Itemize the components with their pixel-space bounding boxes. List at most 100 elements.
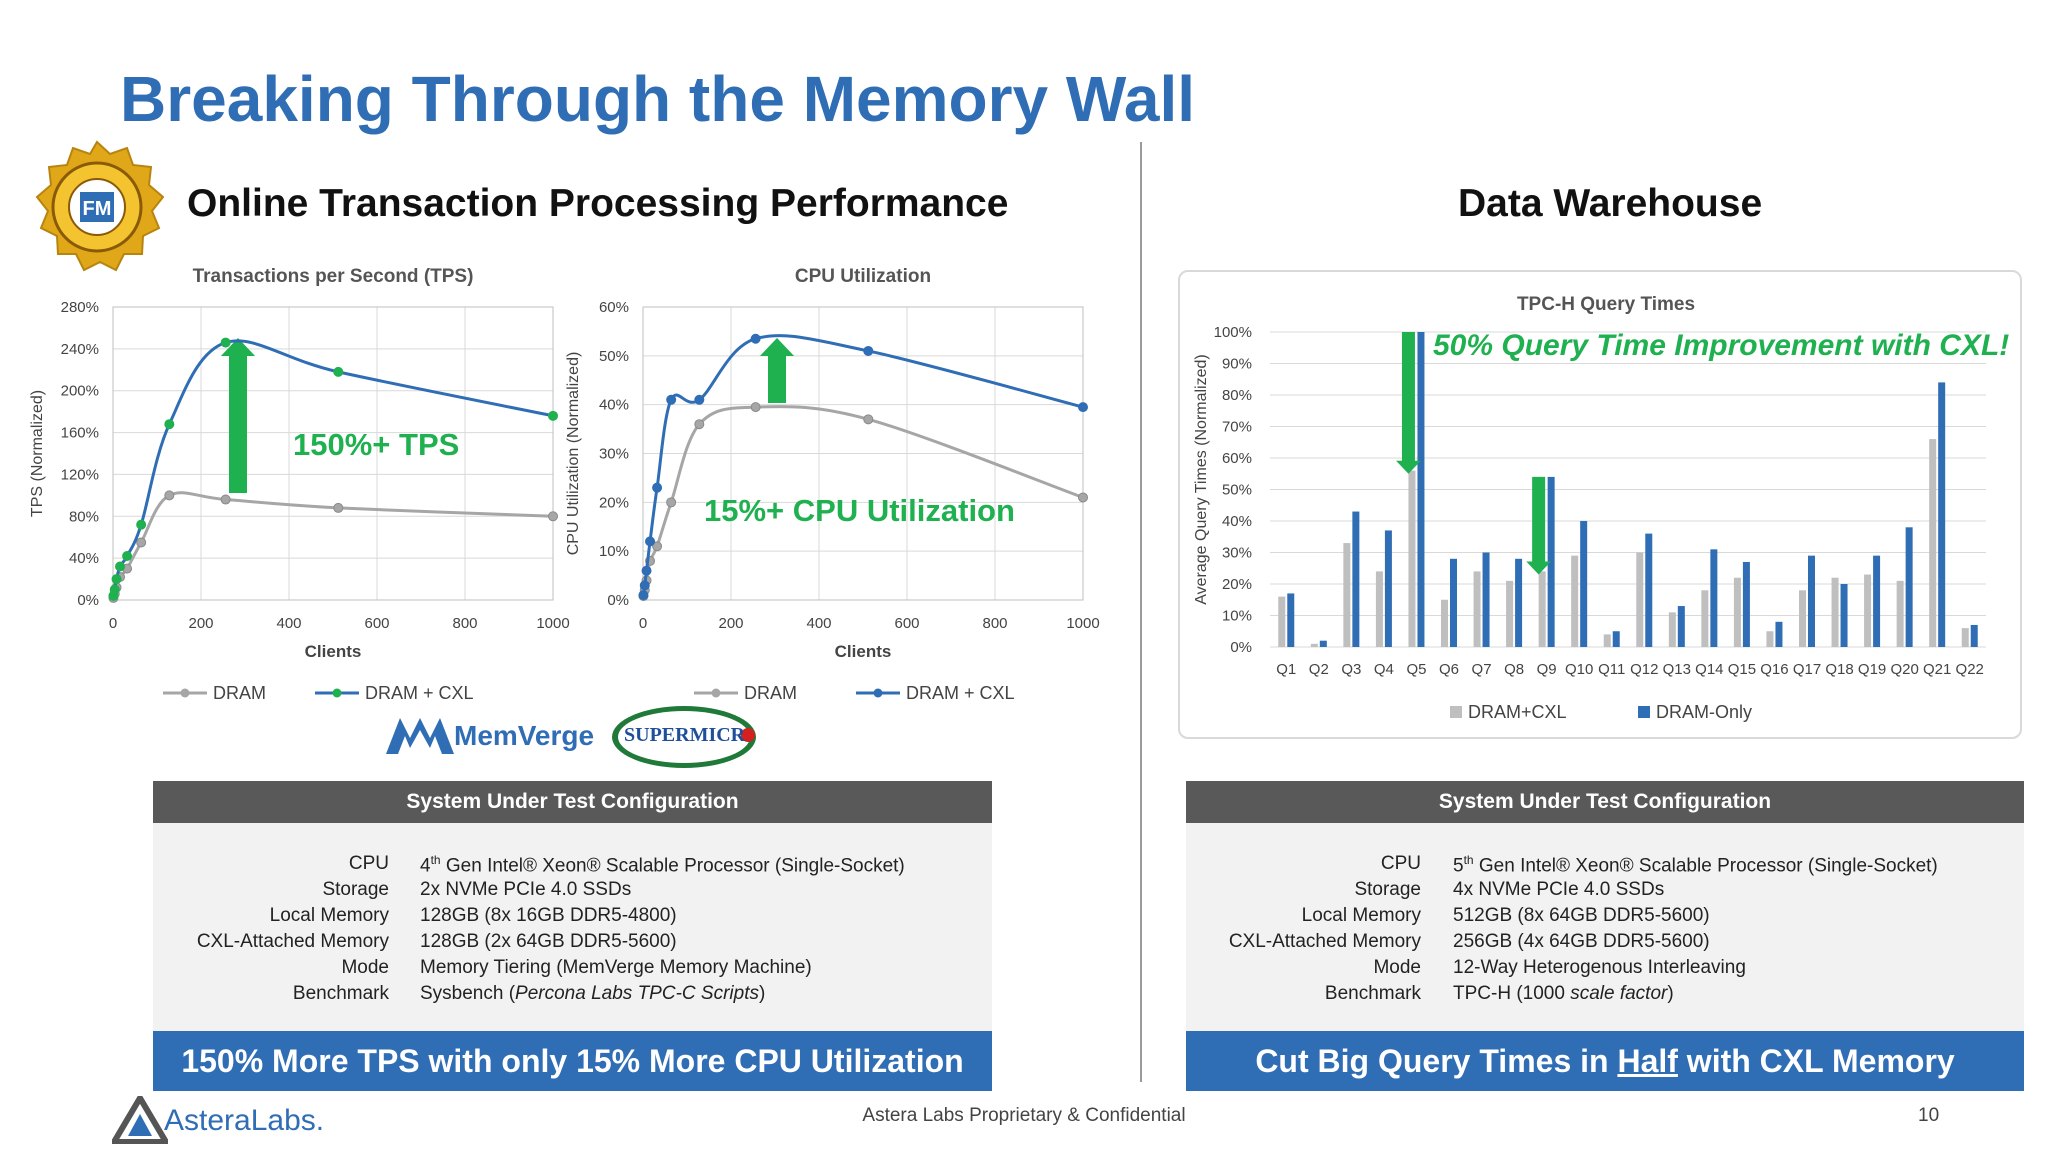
bar-dram-cxl	[1538, 571, 1546, 647]
x-tick-label: Q7	[1472, 661, 1492, 678]
improvement-arrow-icon	[220, 338, 256, 493]
config-label: Benchmark	[292, 983, 389, 1004]
legend-marker	[873, 688, 883, 698]
supermicro-oval-icon	[612, 706, 756, 768]
asteralabs-mark-icon	[112, 1096, 168, 1144]
bar-dram-only	[1840, 584, 1848, 647]
x-tick-label: Q17	[1793, 661, 1821, 678]
config-value: 2x NVMe PCIe 4.0 SSDs	[420, 879, 632, 900]
x-tick-label: 800	[452, 615, 477, 632]
y-axis-label: Average Query Times (Normalized)	[1193, 354, 1210, 604]
improvement-arrow-icon	[759, 338, 795, 403]
y-tick-label: 20%	[1222, 576, 1252, 593]
x-tick-label: 400	[276, 615, 301, 632]
x-tick-label: 400	[806, 615, 831, 632]
config-label: CXL-Attached Memory	[1228, 931, 1421, 952]
config-label: CPU	[1380, 853, 1421, 874]
bar-dram-only	[1970, 624, 1978, 647]
data-point	[111, 574, 122, 585]
tps-chart: Transactions per Second (TPS)0%40%80%120…	[29, 266, 570, 703]
x-tick-label: Q5	[1406, 661, 1426, 678]
q9-improvement-arrow-icon	[1526, 476, 1551, 575]
plot-area-border	[112, 306, 554, 601]
config-row: Storage 2x NVMe PCIe 4.0 SSDs	[153, 879, 992, 905]
bar-dram-cxl	[1636, 552, 1644, 647]
config-value: 256GB (4x 64GB DDR5-5600)	[1453, 931, 1710, 952]
x-tick-label: 1000	[1066, 615, 1099, 632]
legend-label: DRAM+CXL	[1468, 702, 1567, 722]
data-point	[136, 537, 147, 548]
x-tick-label: 200	[188, 615, 213, 632]
x-tick-label: Q19	[1858, 661, 1886, 678]
data-point	[694, 394, 705, 405]
series-line-1	[111, 339, 554, 597]
bar-dram-only	[1677, 606, 1685, 647]
bar-dram-only	[1938, 382, 1946, 647]
y-tick-label: 20%	[599, 494, 629, 511]
legend-swatch	[1638, 706, 1650, 718]
bar-dram-only	[1580, 521, 1588, 647]
chart-annotation: 150%+ TPS	[293, 427, 459, 462]
right-banner-pre: Cut Big Query Times in	[1255, 1043, 1618, 1079]
config-label: Storage	[1354, 879, 1421, 900]
data-point	[333, 366, 344, 377]
slide-title: Breaking Through the Memory Wall	[120, 63, 1196, 135]
x-tick-label: Q11	[1598, 661, 1625, 678]
config-label: CPU	[348, 853, 389, 874]
bar-dram-only	[1417, 332, 1425, 647]
x-tick-label: Q10	[1565, 661, 1593, 678]
data-point	[1078, 402, 1088, 413]
x-tick-label: Q13	[1663, 661, 1691, 678]
bar-dram-only	[1319, 640, 1327, 647]
data-point	[694, 419, 705, 430]
config-value: Memory Tiering (MemVerge Memory Machine)	[420, 957, 812, 978]
bar-dram-only	[1775, 621, 1783, 647]
data-point	[638, 590, 649, 601]
chart-title: Transactions per Second (TPS)	[193, 266, 474, 287]
bar-dram-only	[1742, 561, 1750, 647]
x-tick-label: Q4	[1374, 661, 1394, 678]
chart-annotation: 50% Query Time Improvement with CXL!	[1433, 329, 2009, 362]
y-tick-label: 80%	[69, 508, 99, 525]
bar-dram-cxl	[1441, 599, 1448, 647]
data-point	[136, 519, 147, 530]
y-tick-label: 50%	[599, 348, 629, 365]
bar-dram-only	[1352, 511, 1360, 647]
config-value: 512GB (8x 64GB DDR5-5600)	[1453, 905, 1710, 926]
data-point	[109, 584, 120, 595]
y-tick-label: 40%	[599, 397, 629, 414]
legend-marker	[332, 688, 342, 698]
legend-label: DRAM	[213, 683, 266, 703]
bar-dram-only	[1612, 631, 1620, 647]
x-axis-label: Clients	[835, 642, 892, 661]
y-tick-label: 50%	[1222, 482, 1252, 499]
config-label: Mode	[1373, 957, 1421, 978]
asteralabs-logo: AsteraLabs.	[112, 1096, 332, 1146]
bar-dram-cxl	[1929, 439, 1937, 647]
right-summary-banner: Cut Big Query Times in Half with CXL Mem…	[1186, 1031, 2024, 1091]
config-value: 128GB (2x 64GB DDR5-5600)	[420, 931, 677, 952]
bar-dram-only	[1905, 527, 1913, 647]
footer-confidential: Astera Labs Proprietary & Confidential	[862, 1105, 1186, 1126]
data-point	[750, 333, 761, 344]
config-value: 128GB (8x 16GB DDR5-4800)	[420, 905, 677, 926]
y-tick-label: 40%	[69, 550, 99, 567]
y-tick-label: 60%	[599, 299, 629, 316]
y-tick-label: 60%	[1222, 450, 1252, 467]
data-point	[548, 511, 558, 522]
oltp-section-title: Online Transaction Processing Performanc…	[187, 182, 1009, 225]
y-tick-label: 0%	[607, 592, 629, 609]
y-tick-label: 0%	[77, 592, 99, 609]
series-line-0	[112, 491, 554, 599]
bar-dram-only	[1450, 558, 1457, 647]
config-label: Storage	[322, 879, 389, 900]
